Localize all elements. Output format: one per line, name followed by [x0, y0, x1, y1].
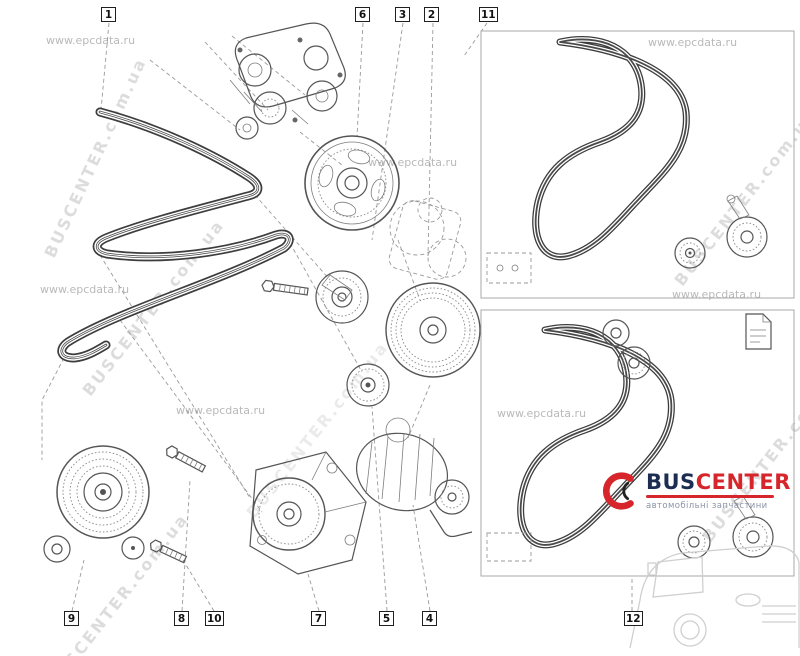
ac-compressor [355, 417, 473, 538]
grooved-pulley [385, 282, 481, 378]
belt-tensioner [261, 270, 369, 324]
logo-wordmark: BUSCENTER [646, 469, 791, 494]
bolt-8 [166, 445, 207, 473]
gear-outlines-dashed [388, 197, 467, 280]
tensioner-pulley-11 [726, 194, 768, 258]
logo-underline [646, 494, 774, 498]
idler-pulley-11 [674, 237, 706, 269]
tensioner-bolt [261, 279, 309, 296]
site-watermark: www.epcdata.ru [176, 404, 266, 417]
callout-6[interactable]: 6 [355, 7, 370, 22]
routing-box-12 [480, 309, 795, 577]
callout-8[interactable]: 8 [174, 611, 189, 626]
mounting-bracket [249, 451, 367, 575]
document-icon [745, 313, 772, 350]
site-watermark: www.epcdata.ru [40, 283, 130, 296]
logo-c-icon [603, 472, 634, 510]
idler-pulley-center [346, 363, 390, 407]
small-idler-12a [602, 319, 630, 347]
callout-5[interactable]: 5 [379, 611, 394, 626]
callout-7[interactable]: 7 [311, 611, 326, 626]
callout-2[interactable]: 2 [424, 7, 439, 22]
site-watermark: www.epcdata.ru [648, 36, 738, 49]
leader-lines [71, 22, 633, 612]
crankshaft-pulley [304, 135, 400, 231]
site-watermark: www.epcdata.ru [497, 407, 587, 420]
logo-tagline: автомобільні запчастини [646, 500, 768, 511]
callout-9[interactable]: 9 [64, 611, 79, 626]
callout-11[interactable]: 11 [479, 7, 498, 22]
callout-10[interactable]: 10 [205, 611, 224, 626]
bolt-10 [149, 539, 188, 564]
logo-center-text: CENTER [695, 469, 791, 494]
logo-bus-text: BUS [646, 469, 696, 494]
small-idler-12b [617, 346, 651, 380]
site-watermark: www.epcdata.ru [368, 156, 458, 169]
routing-box-11 [480, 30, 795, 299]
idler-pulley-9 [43, 445, 150, 563]
vendor-logo: BUSCENTER автомобільні запчастини [598, 470, 798, 512]
callout-4[interactable]: 4 [422, 611, 437, 626]
callout-1[interactable]: 1 [101, 7, 116, 22]
site-watermark: www.epcdata.ru [46, 34, 136, 47]
alternator-compressor [229, 22, 346, 140]
callout-3[interactable]: 3 [395, 7, 410, 22]
serpentine-belt-exploded [62, 112, 290, 358]
van-sketch [629, 545, 800, 649]
tensioner-pulley-12 [732, 495, 774, 558]
callout-12[interactable]: 12 [624, 611, 643, 626]
